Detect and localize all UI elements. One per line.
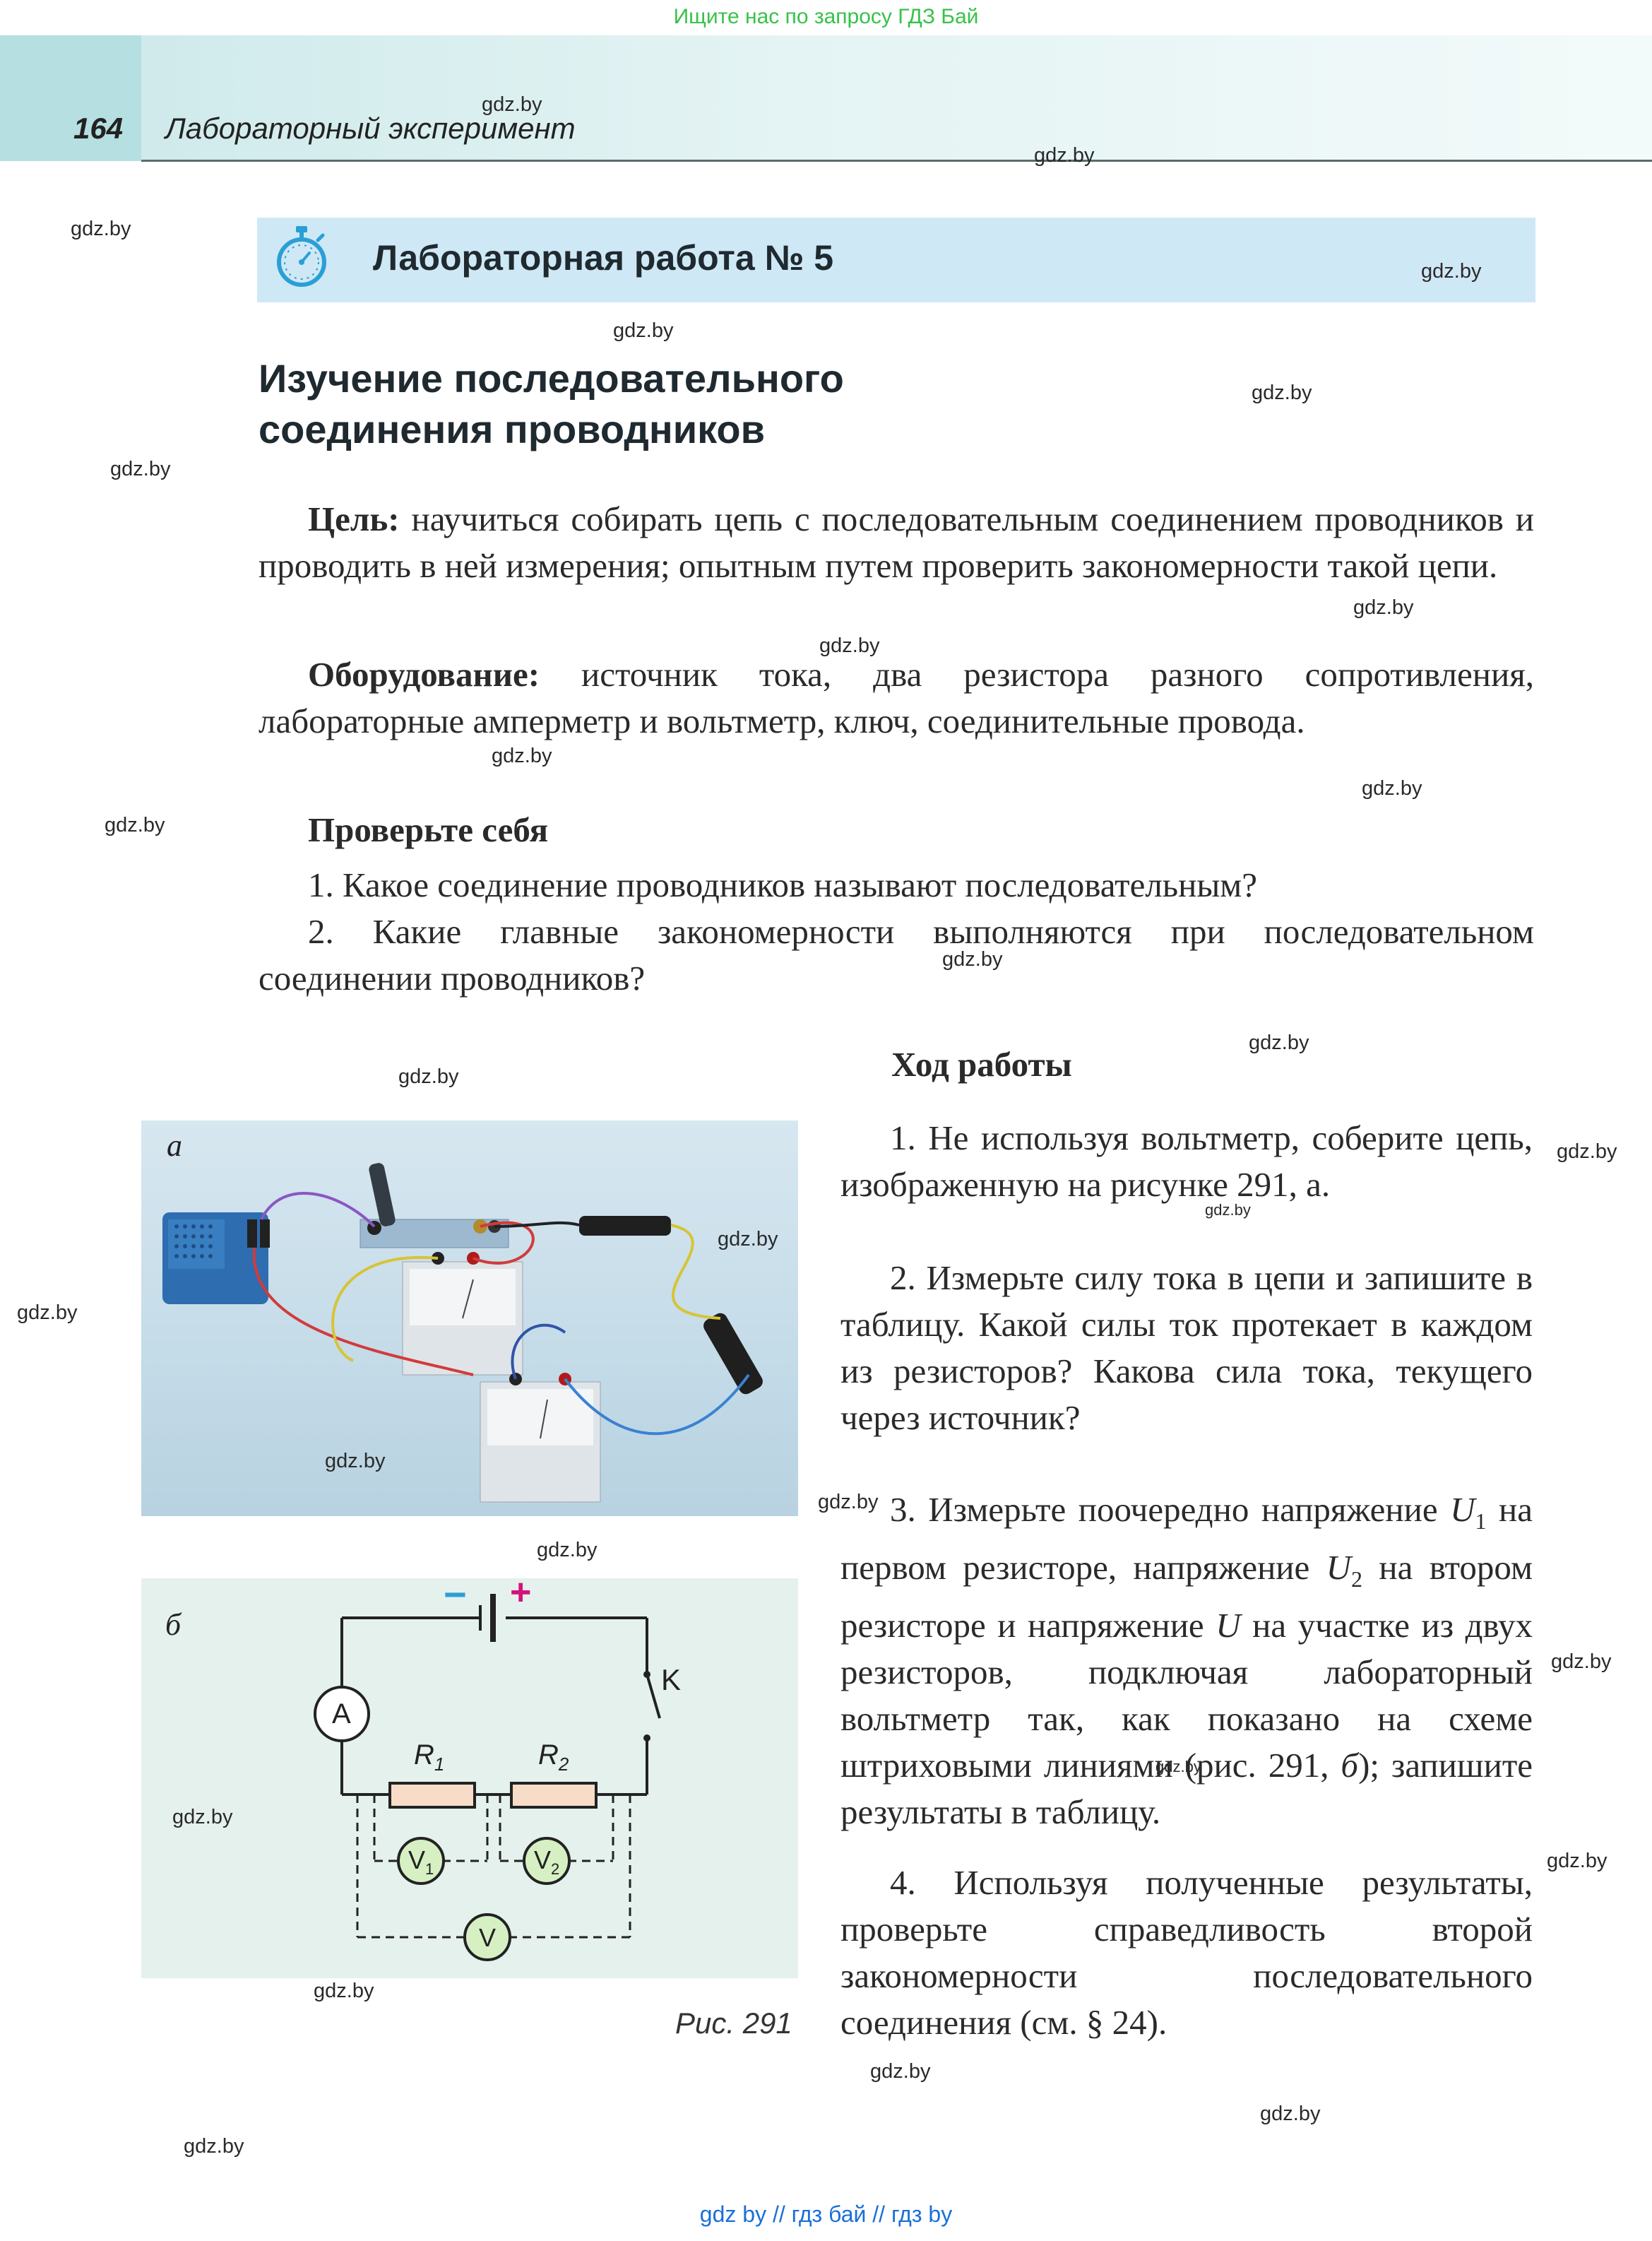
equipment-text: источник тока, два резистора разного соп… <box>259 655 1534 740</box>
check-question-1: 1. Какое соединение проводников называют… <box>308 865 1258 904</box>
watermark: gdz.by <box>1034 144 1095 167</box>
watermark: gdz.by <box>1205 1201 1251 1219</box>
watermark: gdz.by <box>1557 1140 1617 1163</box>
header-band <box>0 35 1652 161</box>
page-number: 164 <box>73 112 124 145</box>
watermark: gdz.by <box>1362 777 1422 800</box>
page-number-tab <box>0 35 141 161</box>
running-head: Лабораторный эксперимент <box>165 112 576 145</box>
check-heading: Проверьте себя <box>308 810 549 849</box>
step-3-u1-sub: 1 <box>1475 1508 1487 1534</box>
title-line-1: Изучение последовательного <box>259 356 844 401</box>
step-3-text-c: на втором резисторе и напряжение <box>840 1547 1533 1645</box>
watermark: gdz.by <box>314 1980 374 2002</box>
step-3-u: U <box>1216 1605 1241 1645</box>
equipment-label: Оборудование: <box>308 655 540 694</box>
ammeter-label: A <box>332 1698 351 1729</box>
circuit-photo-illustration <box>162 1163 763 1503</box>
top-banner[interactable]: Ищите нас по запросу ГДЗ Бай <box>673 5 979 28</box>
procedure-heading: Ход работы <box>891 1045 1072 1084</box>
watermark: gdz.by <box>1155 1758 1201 1775</box>
watermark: gdz.by <box>110 458 171 480</box>
watermark: gdz.by <box>398 1065 459 1088</box>
check-question-2: 2. Какие главные закономерности выполняю… <box>259 912 1534 998</box>
watermark: gdz.by <box>818 1491 879 1513</box>
equipment-paragraph: Оборудование: источник тока, два резисто… <box>259 651 1534 745</box>
procedure-step-4: 4. Используя полученные результаты, пров… <box>840 1863 1533 2042</box>
procedure-step-2: 2. Измерьте силу тока в цепи и запишите … <box>840 1258 1533 1437</box>
resistor-2-label: R2 <box>538 1739 569 1775</box>
header-rule <box>141 160 1652 162</box>
watermark: gdz.by <box>1551 1650 1612 1673</box>
figure-a-photo: а <box>141 1120 798 1516</box>
stopwatch-icon <box>277 226 326 287</box>
step-3-u2: U <box>1326 1547 1352 1587</box>
figure-a-label: а <box>167 1128 182 1163</box>
watermark: gdz.by <box>1249 1031 1309 1054</box>
circuit-schematic <box>314 1594 661 1961</box>
watermark: gdz.by <box>184 2135 244 2158</box>
figure-b-label: б <box>165 1607 182 1642</box>
key-label: K <box>661 1663 682 1696</box>
watermark: gdz.by <box>942 948 1003 971</box>
watermark: gdz.by <box>1252 382 1312 404</box>
watermark: gdz.by <box>537 1539 598 1561</box>
goal-text: научиться собирать цепь с последовательн… <box>259 499 1534 585</box>
goal-paragraph: Цель: научиться собирать цепь с последов… <box>259 496 1534 589</box>
battery-minus-sign: − <box>444 1572 467 1616</box>
voltmeter-label: V <box>479 1923 497 1952</box>
step-3-text-e: ); запишите результаты в таблицу. <box>840 1745 1533 1831</box>
bottom-links[interactable]: gdz by // гдз бай // гдз by <box>699 2201 953 2227</box>
lab-work-band <box>257 218 1535 302</box>
watermark: gdz.by <box>1260 2103 1321 2125</box>
watermark: gdz.by <box>819 634 880 657</box>
procedure-step-3: 3. Измерьте поочередно напряжение U1 на … <box>840 1486 1533 1835</box>
watermark: gdz.by <box>870 2060 931 2083</box>
step-3-u2-sub: 2 <box>1351 1566 1363 1592</box>
watermark: gdz.by <box>492 745 552 767</box>
voltmeter-1-label: V1 <box>408 1845 434 1879</box>
watermark: gdz.by <box>71 218 131 240</box>
watermark: gdz.by <box>1353 596 1414 619</box>
watermark: gdz.by <box>1421 260 1482 283</box>
step-3-text-b: на первом резисторе, напряжение <box>840 1490 1533 1587</box>
watermark: gdz.by <box>172 1806 233 1828</box>
step-3-letter-b: б <box>1341 1745 1359 1785</box>
goal-label: Цель: <box>308 499 400 538</box>
step-3-text-d: на участке из двух резисторов, подключая… <box>840 1605 1533 1785</box>
page-title: Изучение последовательного соединения пр… <box>259 353 1177 455</box>
step-3-text-a: 3. Измерьте поочередно напряжение <box>890 1490 1451 1529</box>
watermark: gdz.by <box>482 93 542 116</box>
battery-plus-sign: + <box>510 1572 532 1613</box>
figure-caption: Рис. 291 <box>675 2006 792 2040</box>
watermark: gdz.by <box>17 1301 78 1324</box>
watermark: gdz.by <box>325 1450 386 1472</box>
figure-b-schematic: б − + A K R1 R2 V1 V2 V <box>141 1572 798 1978</box>
lab-work-title: Лабораторная работа № 5 <box>373 238 834 278</box>
watermark: gdz.by <box>105 814 165 836</box>
step-3-u1: U <box>1450 1490 1475 1529</box>
procedure-step-1: 1. Не используя вольтметр, соберите цепь… <box>840 1118 1533 1204</box>
watermark: gdz.by <box>718 1228 778 1250</box>
watermark: gdz.by <box>613 319 674 342</box>
watermark: gdz.by <box>1547 1850 1608 1872</box>
voltmeter-2-label: V2 <box>534 1845 560 1879</box>
title-line-2: соединения проводников <box>259 407 766 451</box>
resistor-1-label: R1 <box>414 1739 445 1775</box>
